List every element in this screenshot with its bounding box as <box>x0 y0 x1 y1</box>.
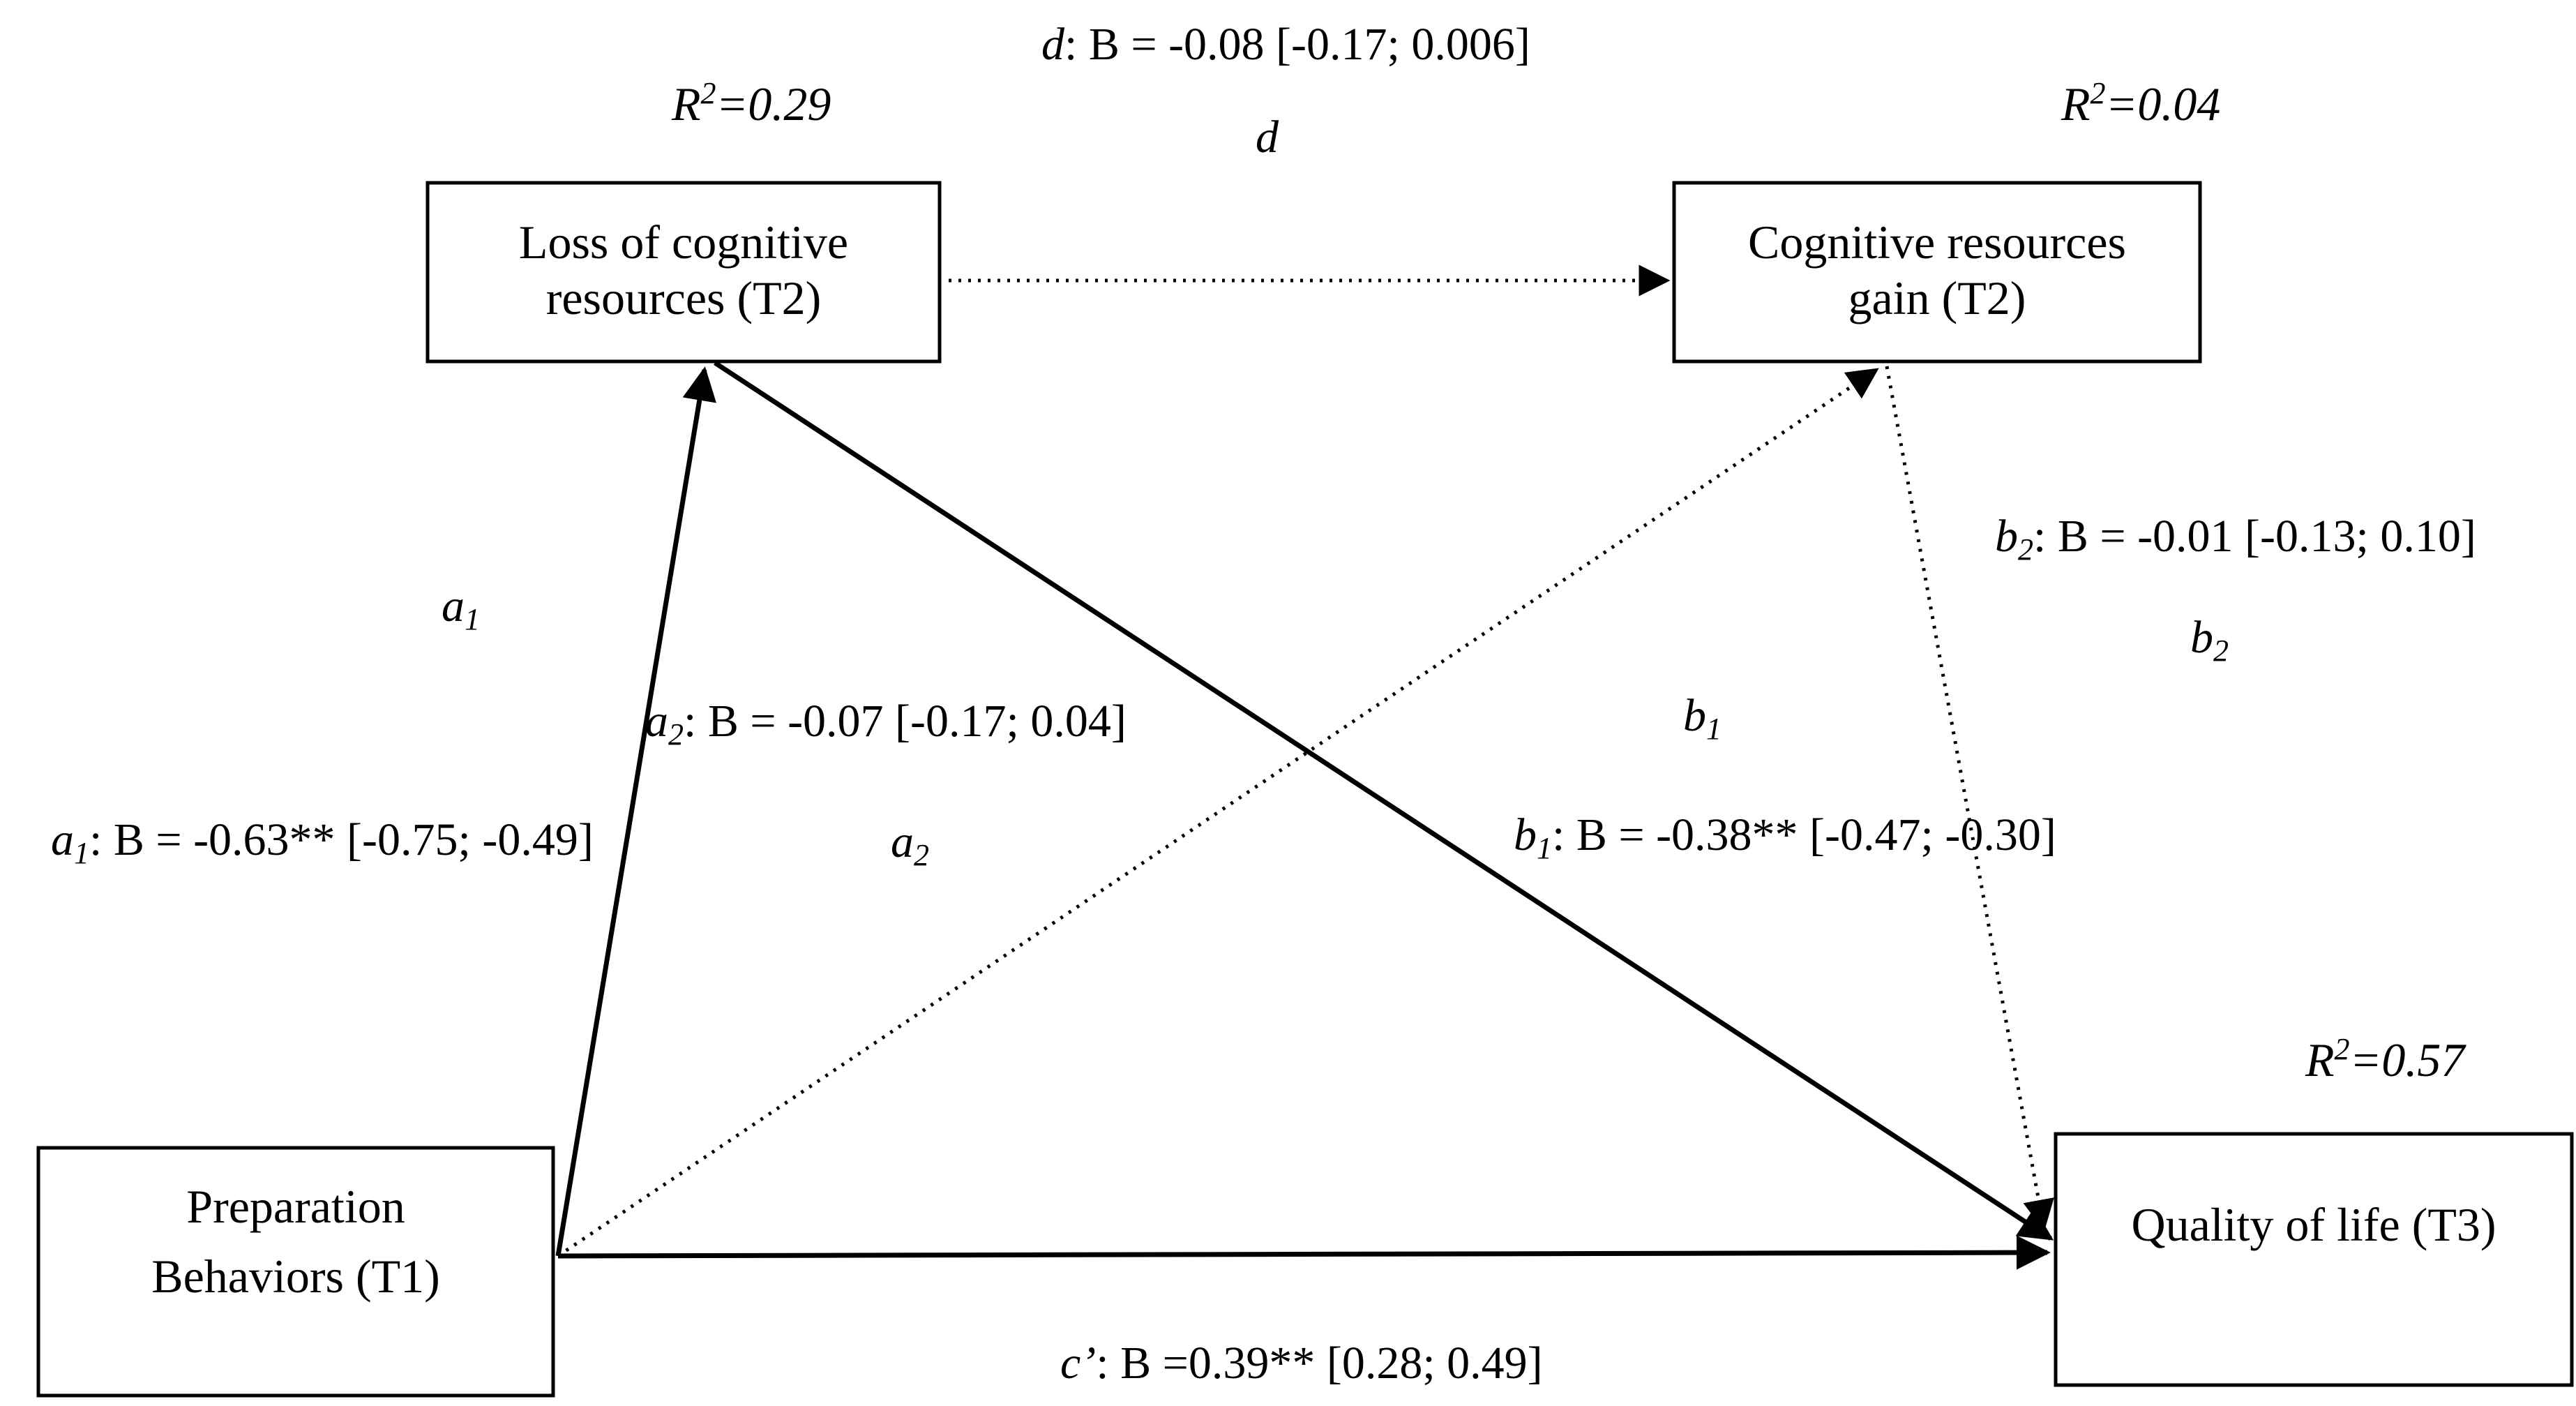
path-c-prime-stat: c’: B =0.39** [0.28; 0.49] <box>1060 1338 1543 1389</box>
node-quality-of-life: Quality of life (T3) <box>2054 1132 2574 1387</box>
node-loss-of-cognitive-resources: Loss of cognitive resources (T2) <box>425 181 942 364</box>
path-b2-arrow <box>1885 366 2054 1232</box>
path-b2-tag: b2 <box>2190 612 2229 668</box>
path-b1-stat: b1: B = -0.38** [-0.47; -0.30] <box>1514 809 2056 865</box>
node-gain-line2: gain (T2) <box>1848 271 2026 324</box>
node-loss-line1: Loss of cognitive <box>519 216 848 269</box>
path-a1-stat: a1: B = -0.63** [-0.75; -0.49] <box>51 814 594 870</box>
path-a1-tag: a1 <box>442 581 480 636</box>
node-qol-line1: Quality of life (T3) <box>2131 1198 2496 1251</box>
node-prep-line2: Behaviors (T1) <box>151 1250 440 1303</box>
path-a1-arrow <box>555 366 716 1257</box>
r2-loss: R2=0.29 <box>671 76 831 130</box>
path-d-tag: d <box>1256 112 1279 163</box>
path-b1-tag: b1 <box>1683 690 1722 746</box>
path-a2-stat: a2: B = -0.07 [-0.17; 0.04] <box>645 696 1127 751</box>
r2-qol: R2=0.57 <box>2305 1032 2466 1086</box>
node-prep-line1: Preparation <box>186 1180 405 1233</box>
path-b1-arrow <box>714 361 2054 1241</box>
node-loss-line2: resources (T2) <box>546 271 822 324</box>
path-a2-arrow <box>557 368 1879 1258</box>
node-preparation-behaviors: Preparation Behaviors (T1) <box>36 1146 555 1398</box>
node-cognitive-resources-gain: Cognitive resources gain (T2) <box>1672 181 2202 364</box>
r2-gain: R2=0.04 <box>2061 76 2220 130</box>
path-b2-stat: b2: B = -0.01 [-0.13; 0.10] <box>1995 511 2476 567</box>
path-c-prime-arrow <box>557 1235 2051 1270</box>
path-a2-tag: a2 <box>891 816 929 872</box>
path-d-stat: d: B = -0.08 [-0.17; 0.006] <box>1041 19 1530 70</box>
node-gain-line1: Cognitive resources <box>1748 216 2126 269</box>
